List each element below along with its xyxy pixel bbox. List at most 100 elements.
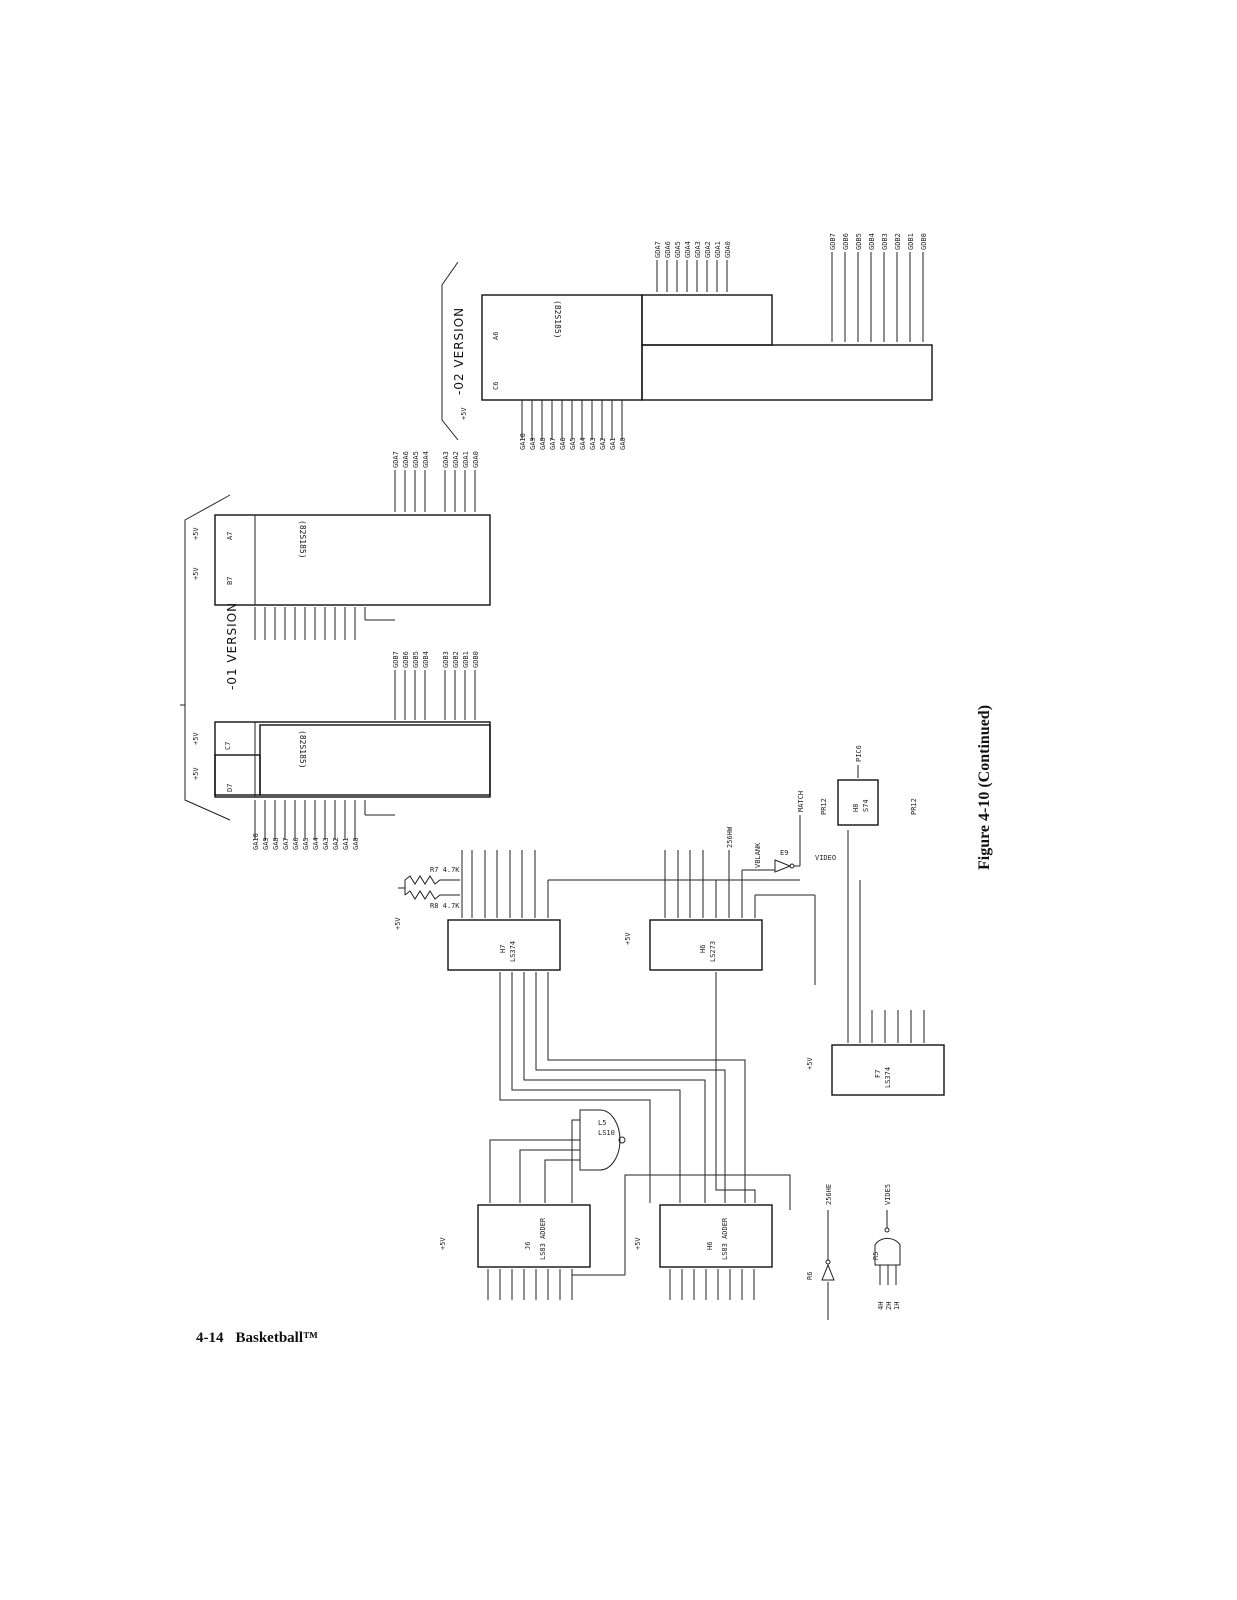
vblank-label: VBLANK [754,842,762,868]
gda2-a6: GDA2 [704,241,712,258]
gdb1-c6: GDB1 [907,233,915,250]
gate-r6-ref: R6 [806,1272,814,1280]
h6-adder-bottom-lines [669,1269,755,1300]
pr12-label-a: PR12 [820,798,828,815]
chip-d7-part: (82S185) [298,730,307,769]
gda4-a6: GDA4 [684,241,692,258]
d7-ga-labels: GA10 GA9 GA8 GA7 GA6 GA5 GA4 GA3 GA2 GA1… [252,833,360,850]
gdb7-label: GDB7 [392,651,400,668]
supply-f7: +5V [806,1057,814,1070]
supply-a6: +5V [460,407,468,420]
1h-label: 1H [893,1302,901,1310]
chip-c7-ref: C7 [224,742,232,750]
supply-h6b: +5V [634,1237,642,1250]
chip-b7-ref: B7 [226,577,234,585]
chip-h6-part: LS273 [709,941,717,962]
figure-caption: Figure 4-10 (Continued) [976,704,993,870]
h7-top-lines [461,850,800,918]
chip-e9-ref: E9 [780,849,788,857]
ga5-d7: GA5 [302,837,310,850]
ga4-d7: GA4 [312,837,320,850]
chip-h7-ref: H7 [499,945,507,953]
footer-title: Basketball™ [235,1330,319,1346]
chip-h8: H8 S74 PIC6 PR12 PR12 VIDEO [815,745,918,862]
gda3-a6: GDA3 [694,241,702,258]
d7-address-lines [254,800,395,840]
gdb4-c6: GDB4 [868,233,876,250]
ga10-a6: GA10 [519,433,527,450]
chip-c6-ref: C6 [492,382,500,390]
gdb6-label: GDB6 [402,651,410,668]
c6-gdb-outputs: GDB7 GDB6 GDB5 GDB4 GDB3 GDB2 GDB1 GDB0 [829,233,928,342]
ga7-d7: GA7 [282,837,290,850]
pic6-label: PIC6 [855,745,863,762]
ga3-d7: GA3 [322,837,330,850]
ga3-a6: GA3 [589,437,597,450]
gdb5-c6: GDB5 [855,233,863,250]
gdb3-label: GDB3 [442,651,450,668]
supply-d7: +5V [192,767,200,780]
h6-top-lines [664,850,816,985]
chip-h6b-ref: H6 [706,1242,714,1250]
resistors: R7 4.7K R8 4.7K [398,866,460,910]
ga9-d7: GA9 [262,837,270,850]
j6-bottom-lines [487,1269,573,1300]
supply-j6: +5V [439,1237,447,1250]
gda0-a6: GDA0 [724,241,732,258]
a6-ga-labels: GA10 GA9 GA8 GA7 GA6 GA5 GA4 GA3 GA2 GA1… [519,433,627,450]
gate-r5: R5 VIDE5 4H 2H 1H [872,1184,901,1310]
gate-l5: L5 LS10 [579,1109,626,1171]
gdb0-c6: GDB0 [920,233,928,250]
256hw-label: 256HW [726,826,734,848]
chip-h8-ref: H8 [852,804,860,812]
gate-l5-part: LS10 [598,1129,615,1137]
gda0-b7: GDA0 [472,451,480,468]
ga7-a6: GA7 [549,437,557,450]
e9-inverter: E9 MATCH VBLANK 256HW [726,791,805,873]
bus-interconnects [489,972,791,1276]
ga10-d7: GA10 [252,833,260,850]
chip-h6-adder: H6 LS83 ADDER [659,1204,773,1268]
chip-h6b-part: LS83 ADDER [721,1217,729,1260]
chip-j6-ref: J6 [524,1242,532,1250]
gda7-a6: GDA7 [654,241,662,258]
gda6-b7: GDA6 [402,451,410,468]
chip-a6-part: (82S185) [553,300,562,339]
video-label: VIDEO [815,854,836,862]
gdb3-c6: GDB3 [881,233,889,250]
chip-h8-part: S74 [862,799,870,812]
version-02-bracket: -02 VERSION [441,261,466,441]
gda5-a6: GDA5 [674,241,682,258]
ga0-d7: GA0 [352,837,360,850]
chip-f7-part: LS374 [884,1067,892,1088]
gate-l5-ref: L5 [598,1119,606,1127]
vide5-label: VIDE5 [884,1184,892,1205]
version-02-label: -02 VERSION [452,307,466,395]
ga1-a6: GA1 [609,437,617,450]
version-01-label: -01 VERSION [225,602,239,690]
chip-c7: C7 [224,742,232,750]
ga8-d7: GA8 [272,837,280,850]
supply-h7: +5V [394,917,402,930]
ga2-a6: GA2 [599,437,607,450]
page-number: 4-14 [196,1330,224,1346]
chip-j6: J6 LS83 ADDER [477,1204,591,1268]
supply-b7: +5V [192,567,200,580]
gdb7-c6: GDB7 [829,233,837,250]
gdb5-label: GDB5 [412,651,420,668]
ga1-d7: GA1 [342,837,350,850]
pr12-label-b: PR12 [910,798,918,815]
f7-top-lines [847,830,925,1043]
supply-c7: +5V [192,732,200,745]
gdb0-label: GDB0 [472,651,480,668]
gda6-a6: GDA6 [664,241,672,258]
chip-f7: F7 LS374 [831,1044,945,1096]
chip-a7-ref: A7 [226,532,234,540]
ga6-a6: GA6 [559,437,567,450]
chip-d7-ref: D7 [226,784,234,792]
b7-gda-labels: GDA7 GDA6 GDA5 GDA4 GDA3 GDA2 GDA1 GDA0 [392,451,480,468]
gdb2-label: GDB2 [452,651,460,668]
d7-gdb-labels: GDB7 GDB6 GDB5 GDB4 GDB3 GDB2 GDB1 GDB0 [392,651,480,668]
